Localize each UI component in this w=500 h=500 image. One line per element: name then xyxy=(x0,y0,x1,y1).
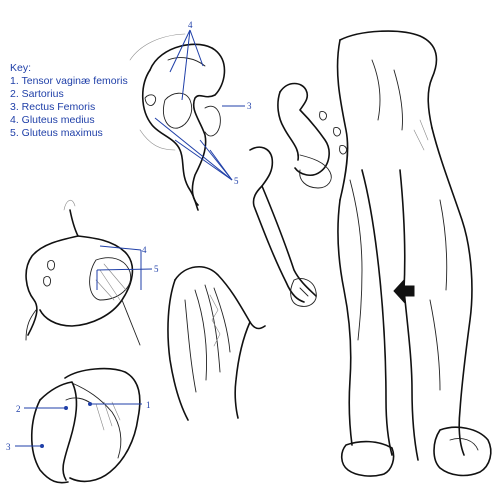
label-4-top: 4 xyxy=(188,20,193,30)
pelvis-back-sketch xyxy=(25,199,141,346)
key-item-1: 1. Tensor vaginæ femoris xyxy=(10,75,128,87)
pelvis-front-annotations: 4 3 5 xyxy=(154,20,252,186)
thigh-muscle-sketch xyxy=(167,266,266,421)
pelvis-front-sketch xyxy=(129,33,226,211)
key-item-2: 2. Sartorius xyxy=(10,88,64,100)
leg-study-sketch xyxy=(336,30,492,477)
key-item-3: 3. Rectus Femoris xyxy=(10,101,96,113)
label-3-top: 3 xyxy=(247,101,252,111)
muscle-key: Key: 1. Tensor vaginæ femoris 2. Sartori… xyxy=(10,62,128,140)
key-item-5: 5. Gluteus maximus xyxy=(10,127,103,139)
hip-muscle-sketch xyxy=(30,367,141,484)
key-item-4: 4. Gluteus medius xyxy=(10,114,95,126)
hip-muscle-annotations: 1 2 3 xyxy=(6,400,151,452)
label-1-hip: 1 xyxy=(146,400,151,410)
label-2-hip: 2 xyxy=(16,404,21,414)
key-title: Key: xyxy=(10,62,32,74)
label-3-hip: 3 xyxy=(6,442,11,452)
pelvis-back-annotations: 4 5 xyxy=(96,245,159,290)
label-5-left: 5 xyxy=(154,264,159,274)
arrow-pointer-icon xyxy=(393,278,415,304)
label-4-left: 4 xyxy=(142,245,147,255)
femur-pelvis-sketch xyxy=(249,82,347,307)
label-5-top: 5 xyxy=(234,176,239,186)
